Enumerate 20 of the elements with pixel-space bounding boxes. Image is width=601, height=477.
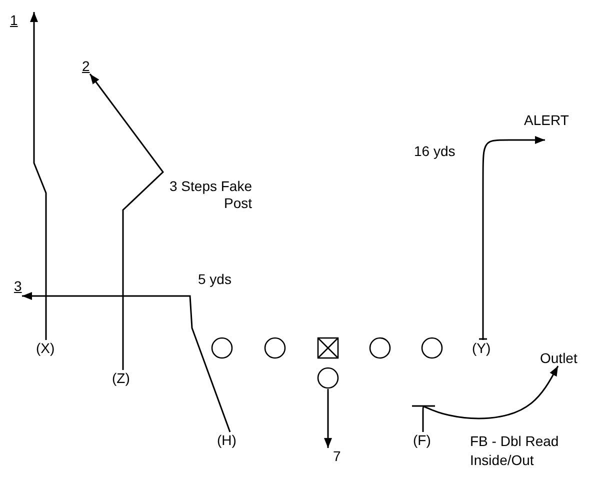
- edge-label: 16 yds: [414, 143, 456, 160]
- edge-label: 5 yds: [198, 271, 232, 288]
- route-number: 7: [333, 448, 341, 464]
- note-text: FB - Dbl Read Inside/Out: [470, 432, 560, 470]
- route-arrow: [422, 366, 559, 432]
- player-symbol: (H): [217, 432, 236, 448]
- route-arrow: [89, 74, 164, 370]
- route-arrow: [482, 136, 545, 340]
- route-arrow: [324, 389, 332, 448]
- route-number: 3: [14, 278, 22, 294]
- route-number: 2: [82, 58, 90, 74]
- player-symbol: (X): [36, 340, 55, 356]
- player-symbol: (Z): [112, 370, 130, 386]
- route-number: 1: [10, 12, 19, 28]
- route-note: Outlet: [540, 350, 578, 366]
- route-arrow: [22, 292, 231, 432]
- route-note: ALERT: [524, 112, 569, 128]
- route-arrow: [30, 12, 47, 340]
- player-symbol: (Y): [472, 340, 491, 356]
- player-symbol: (F): [413, 432, 431, 448]
